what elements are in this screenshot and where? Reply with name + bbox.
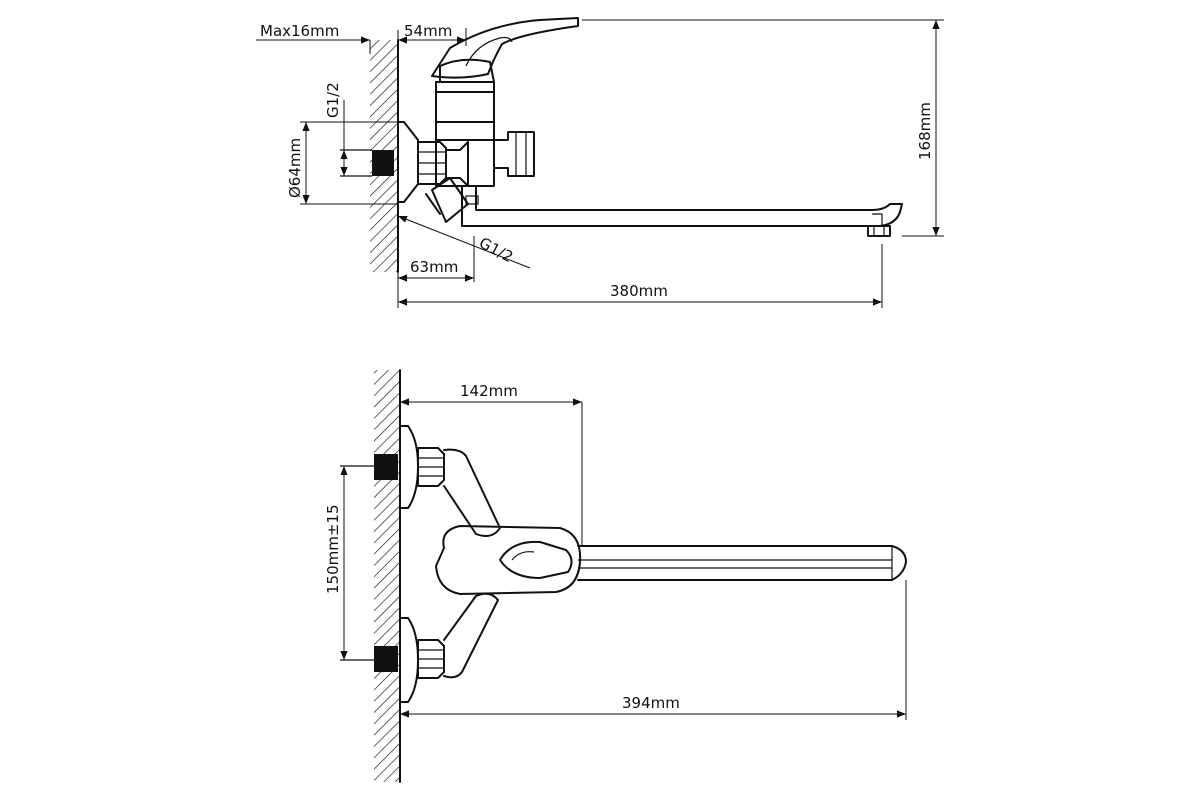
side-spout	[461, 201, 903, 227]
handle-offset-label: 54mm	[404, 22, 452, 40]
side-handle	[431, 17, 579, 79]
outlet-thread-label: G1/2	[476, 234, 516, 267]
total-length-label: 394mm	[622, 694, 680, 712]
front-wall-hatch	[374, 370, 400, 782]
side-cartridge	[439, 58, 495, 83]
spout-length-label: 380mm	[610, 282, 668, 300]
side-aerator	[867, 225, 891, 237]
front-flange-bottom	[399, 617, 419, 703]
front-inlet-pipe-bottom	[374, 646, 398, 672]
front-handle-lever	[499, 540, 573, 579]
front-nut-bottom	[417, 639, 445, 679]
max-depth-label: Max16mm	[260, 22, 339, 40]
inlet-thread-label: G1/2	[324, 82, 342, 118]
front-body	[443, 448, 501, 537]
handle-distance-label: 142mm	[460, 382, 518, 400]
front-handle-disc	[435, 525, 582, 595]
side-diverter	[493, 131, 535, 177]
height-label: 168mm	[916, 102, 934, 160]
side-view: Max16mm 54mm G1/2 Ø64mm 168mm G1/2 63mm …	[256, 17, 944, 308]
front-view: 142mm 150mm±15 394mm	[324, 369, 907, 783]
side-inlet-pipe	[372, 150, 394, 176]
front-flange-top	[399, 425, 419, 509]
side-flange	[397, 121, 419, 203]
body-depth-label: 63mm	[410, 258, 458, 276]
front-inlet-pipe-top	[374, 454, 398, 480]
front-spout	[577, 545, 907, 581]
flange-diameter-label: Ø64mm	[286, 138, 304, 198]
front-nut-top	[417, 447, 445, 487]
side-body	[435, 81, 495, 187]
center-distance-label: 150mm±15	[324, 504, 342, 594]
